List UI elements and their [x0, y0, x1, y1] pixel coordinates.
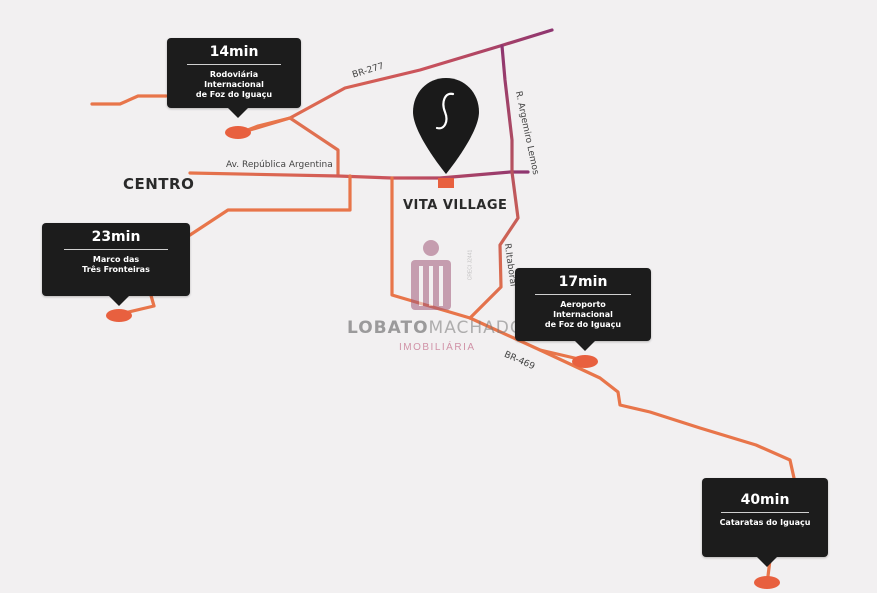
dest-card-marco[interactable]: 23min Marco das Três Fronteiras: [42, 223, 190, 296]
watermark-brand-a: LOBATO: [347, 318, 429, 338]
dest-time: 40min: [740, 492, 790, 508]
dest-time: 17min: [558, 274, 608, 290]
dest-card-aeroporto[interactable]: 17min Aeroporto Internacional de Foz do …: [515, 268, 651, 341]
card-tail: [227, 107, 249, 118]
dest-dot-aeroporto: [572, 355, 598, 368]
watermark-sub: IMOBILIÁRIA: [399, 342, 476, 353]
dest-name: Rodoviária Internacional de Foz do Iguaç…: [195, 70, 273, 99]
road-left-top: [90, 94, 168, 106]
dest-time: 23min: [91, 229, 141, 245]
dest-dot-cataratas: [754, 576, 780, 589]
dest-dot-marco: [106, 309, 132, 322]
watermark-creci: CRECI J2441: [467, 249, 474, 281]
place-vita-village: VITA VILLAGE: [403, 198, 508, 213]
road-branch-a: [288, 116, 340, 178]
card-tail: [108, 295, 130, 306]
road-argemiro: [468, 44, 520, 320]
dest-card-rodoviaria[interactable]: 14min Rodoviária Internacional de Foz do…: [167, 38, 301, 108]
road-br469: [468, 316, 796, 492]
street-republica: Av. República Argentina: [226, 160, 333, 170]
road-marco: [118, 174, 352, 316]
dest-name: Cataratas do Iguaçu: [719, 518, 811, 527]
dest-name: Marco das Três Fronteiras: [82, 255, 150, 274]
watermark: CRECI J2441 LOBATOMACHADO IMOBILIÁRIA: [345, 240, 535, 360]
watermark-logo-icon: [411, 240, 451, 310]
watermark-brand-b: MACHADO: [428, 318, 525, 338]
dest-name: Aeroporto Internacional de Foz do Iguaçu: [544, 300, 622, 329]
dest-dot-rodoviaria: [225, 126, 251, 139]
card-tail: [574, 340, 596, 351]
dest-card-cataratas[interactable]: 40min Cataratas do Iguaçu: [702, 478, 828, 557]
card-tail: [756, 556, 778, 567]
dest-time: 14min: [209, 44, 259, 60]
location-pin-icon: [413, 78, 479, 188]
place-centro: CENTRO: [123, 175, 195, 193]
road-vertical: [390, 176, 472, 320]
